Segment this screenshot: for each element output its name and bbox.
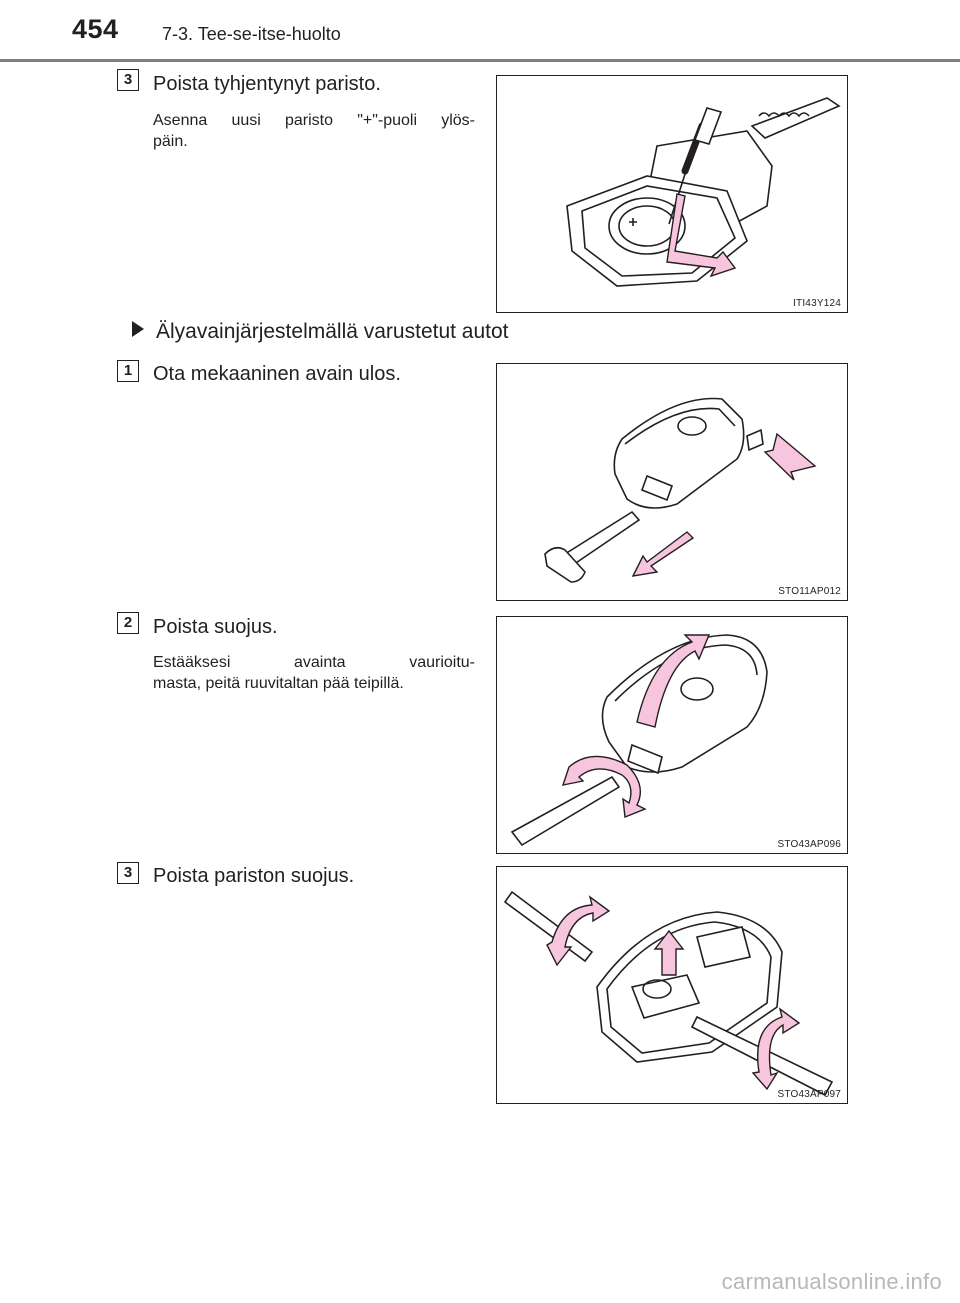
section-title: 7-3. Tee-se-itse-huolto	[162, 24, 341, 44]
step-badge: 3	[117, 862, 139, 884]
figure-code: STO43AP096	[777, 839, 841, 850]
step-note-line: Estääksesi avainta vaurioitu-	[153, 654, 475, 671]
step-badge: 3	[117, 69, 139, 91]
figure-code: ITI43Y124	[793, 298, 841, 309]
step-text: Ota mekaaninen avain ulos.	[153, 363, 401, 385]
mechanical-key-illustration	[544, 397, 817, 583]
step-note-line: Asenna uusi paristo "+"-puoli ylös-	[153, 112, 475, 129]
remove-cover-illustration	[510, 634, 768, 847]
step-text: Poista pariston suojus.	[153, 865, 355, 887]
figure-remove-cover: STO43AP096	[496, 616, 848, 854]
figure-mechanical-key: STO11AP012	[496, 363, 848, 601]
step-badge: 2	[117, 612, 139, 634]
step-badge: 1	[117, 360, 139, 382]
subheading: Älyavainjärjestelmällä varustetut autot	[132, 320, 509, 344]
watermark: carmanualsonline.info	[721, 1269, 942, 1294]
figure-battery-cover: STO43AP097	[496, 866, 848, 1104]
battery-cover-illustration	[503, 890, 834, 1097]
header-divider	[0, 59, 960, 62]
page-number: 454	[72, 14, 119, 44]
step-note: Estääksesi avainta vaurioitu- masta, pei…	[153, 652, 475, 694]
figure-code: STO11AP012	[778, 586, 841, 597]
figure-battery-removal: ITI43Y124	[496, 75, 848, 313]
battery-removal-illustration	[566, 97, 841, 287]
triangle-bullet-icon	[132, 321, 144, 337]
subheading-text: Älyavainjärjestelmällä varustetut autot	[156, 320, 509, 343]
step-text: Poista suojus.	[153, 616, 278, 638]
step-text: Poista tyhjentynyt paristo.	[153, 73, 381, 95]
step-note-line: masta, peitä ruuvitaltan pää teipillä.	[153, 675, 404, 692]
step-note-line: päin.	[153, 133, 188, 150]
figure-code: STO43AP097	[777, 1089, 841, 1100]
step-note: Asenna uusi paristo "+"-puoli ylös- päin…	[153, 110, 475, 152]
